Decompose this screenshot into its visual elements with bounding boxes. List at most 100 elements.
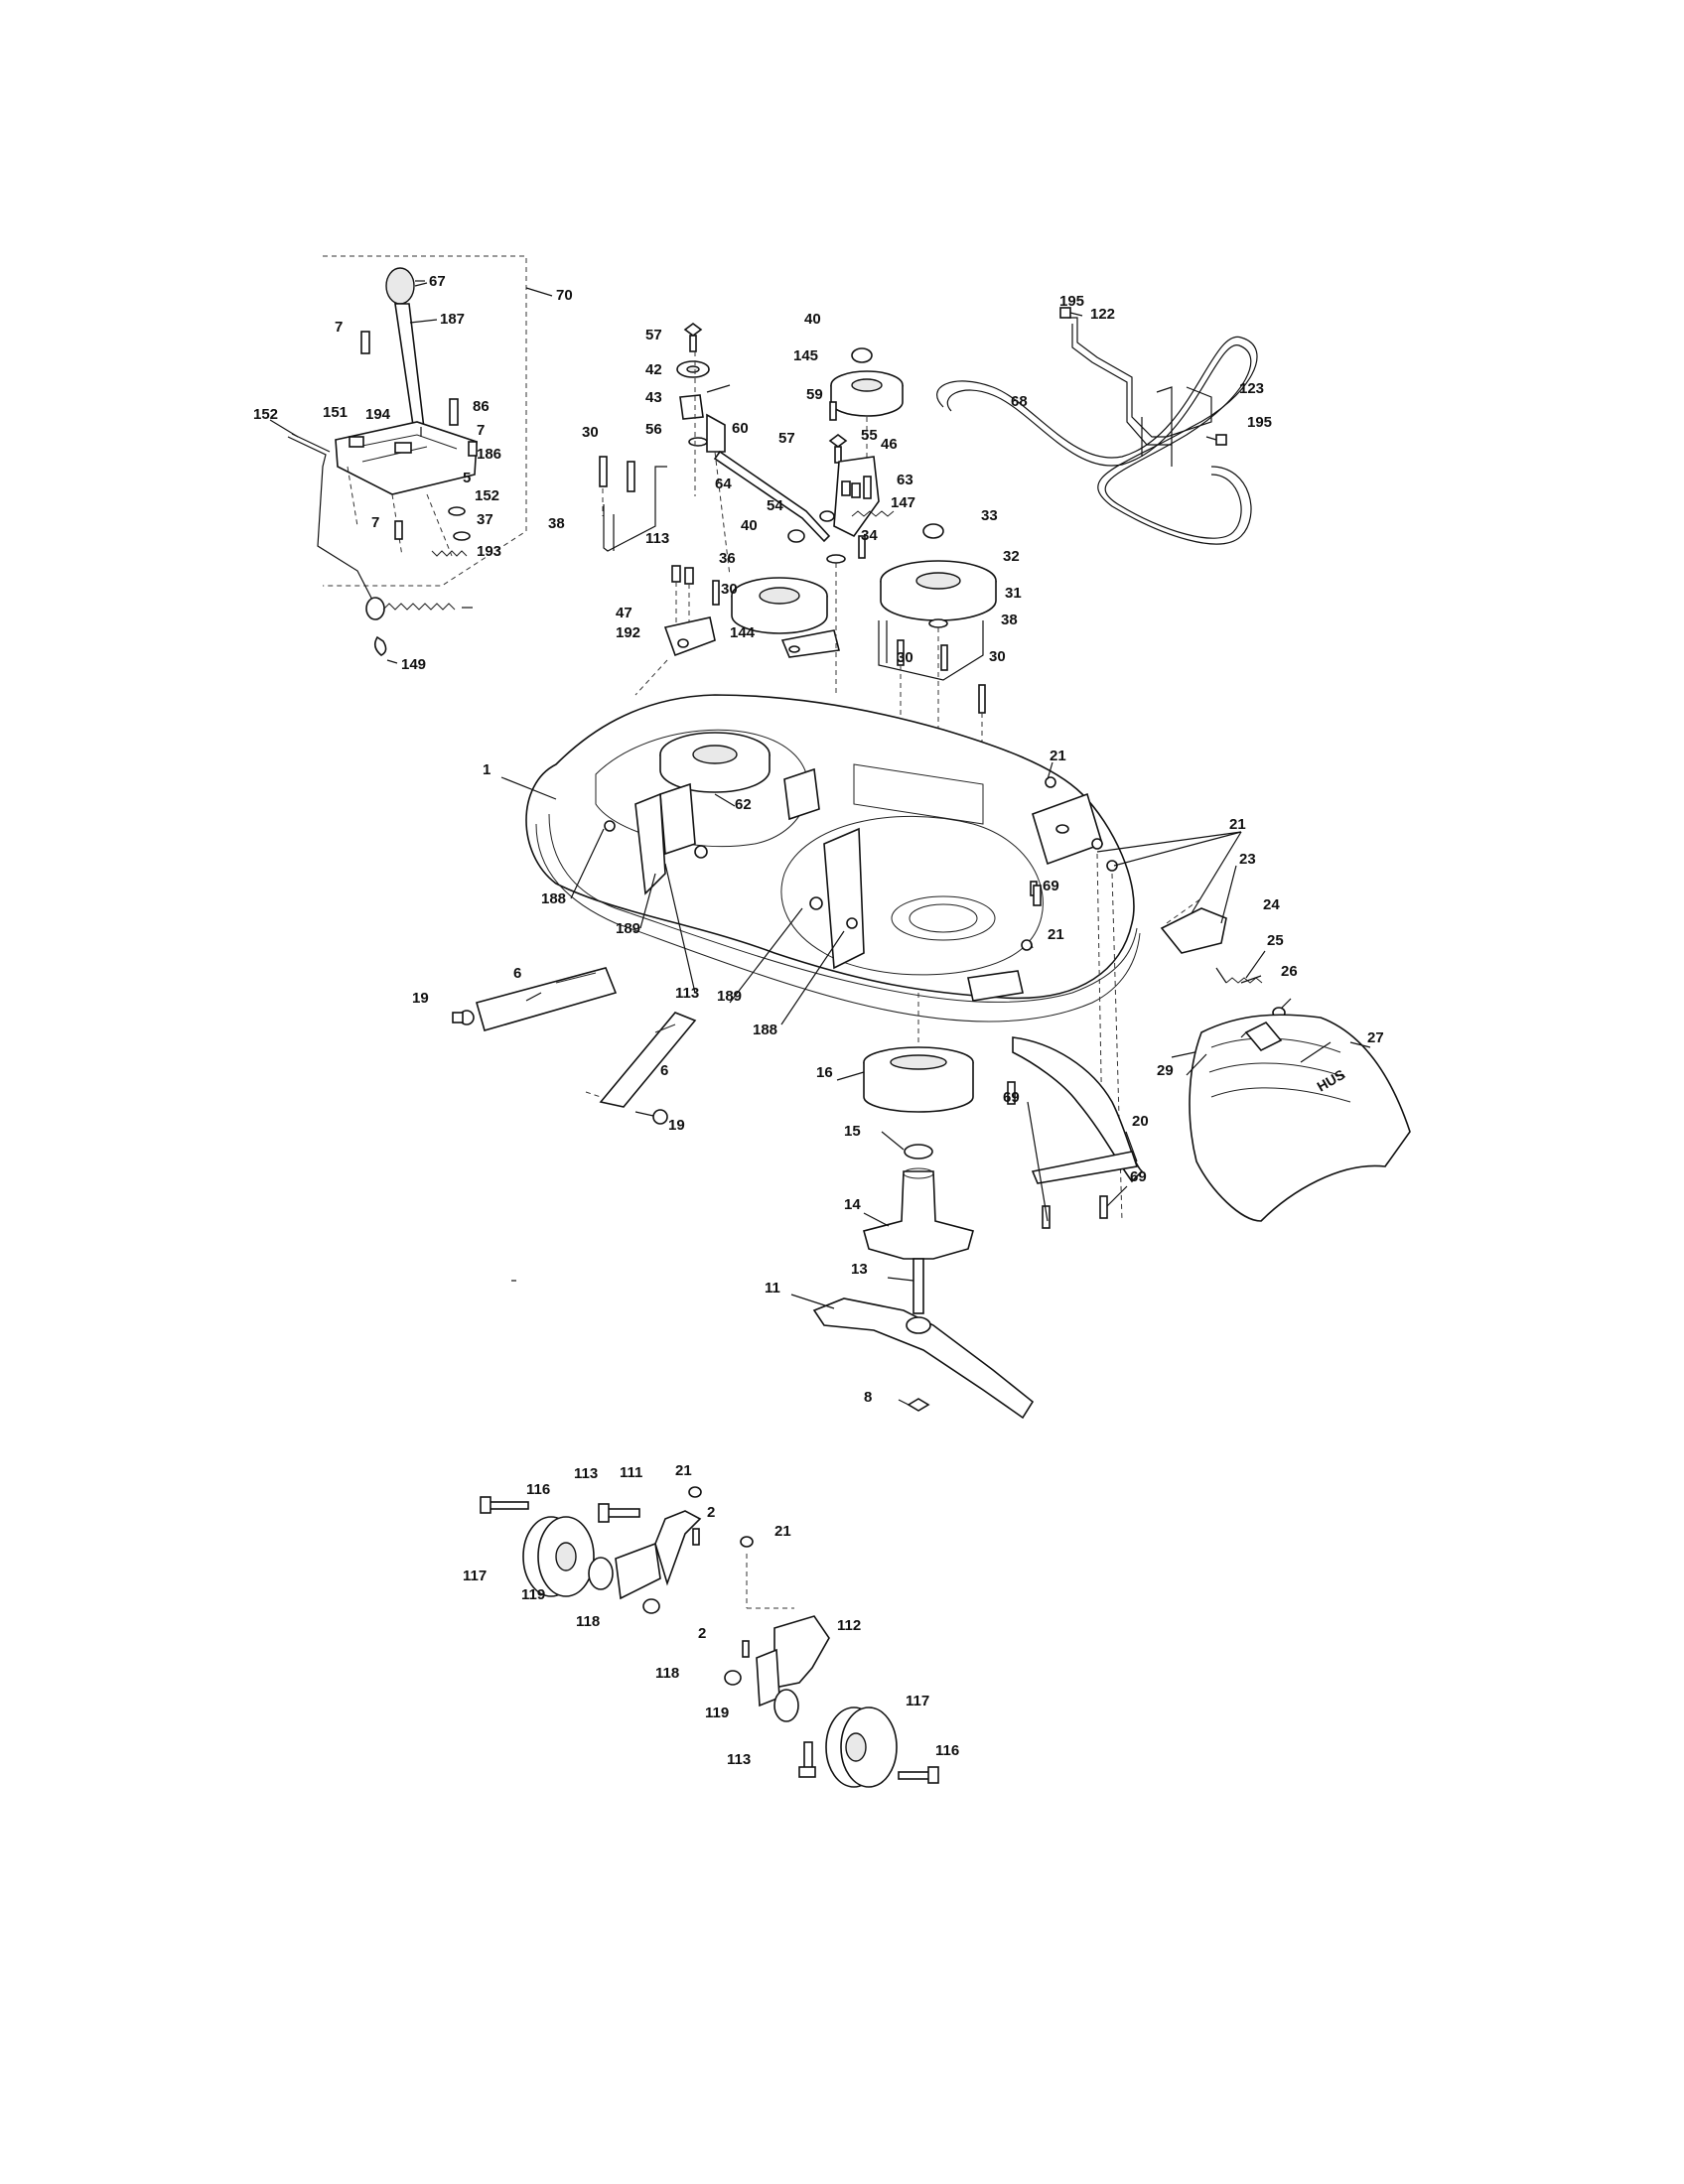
mower-deck-housing [525, 694, 1141, 1222]
callout-label: 1 [483, 761, 491, 778]
callout-label: 123 [1239, 380, 1264, 397]
callout-label: 11 [765, 1280, 780, 1297]
callout-label: 14 [844, 1196, 861, 1213]
gauge-wheel-right [724, 1536, 939, 1788]
callout-label: 19 [668, 1117, 685, 1134]
callout-label: 116 [935, 1742, 959, 1759]
callout-label: 189 [616, 920, 640, 937]
callout-label: 23 [1239, 851, 1256, 868]
callout-label: 30 [897, 649, 913, 666]
callout-label: 194 [365, 406, 391, 423]
callout-label: 20 [1132, 1113, 1149, 1130]
callout-label: 63 [897, 472, 913, 488]
callout-label: 59 [806, 386, 823, 403]
callout-label: 21 [1229, 816, 1246, 833]
callout-label: 188 [753, 1022, 777, 1038]
callout-label: 42 [645, 361, 662, 378]
callout-label: 24 [1263, 896, 1280, 913]
callout-label: 68 [1011, 393, 1028, 410]
callout-label: 151 [323, 404, 348, 421]
callout-label: 69 [1130, 1168, 1147, 1185]
idler-assembly [599, 323, 904, 696]
blade-spindle-stack [812, 993, 1035, 1420]
callout-label: 64 [715, 476, 732, 492]
belt-and-guide [936, 307, 1258, 545]
callout-label: 118 [576, 1613, 600, 1630]
callout-label: 147 [891, 494, 915, 511]
callout-label: 46 [881, 436, 898, 453]
callout-labels: 67 70 187 7 86 152 151 194 7 186 5 152 7… [253, 273, 1384, 1768]
callout-label: 19 [412, 990, 429, 1007]
callout-label: 111 [620, 1464, 642, 1481]
callout-label: 112 [837, 1617, 861, 1634]
callout-label: 113 [727, 1751, 751, 1768]
callout-label: 54 [767, 497, 783, 514]
callout-label: 149 [401, 656, 426, 673]
callout-label: 7 [477, 422, 485, 439]
spindle-pulley-assembly [878, 523, 997, 893]
callout-label: 6 [660, 1062, 668, 1079]
callout-label: 57 [645, 327, 662, 343]
callout-label: 117 [463, 1568, 487, 1584]
callout-label: 186 [477, 446, 501, 463]
callout-label: 70 [556, 287, 573, 304]
callout-label: 33 [981, 507, 998, 524]
callout-label: 16 [816, 1064, 833, 1081]
callout-label: 113 [574, 1465, 598, 1482]
callout-label: 36 [719, 550, 736, 567]
callout-label: 187 [440, 311, 465, 328]
callout-label: 13 [851, 1261, 868, 1278]
callout-label: 21 [1048, 926, 1064, 943]
callout-label: 6 [513, 965, 521, 982]
callout-label: 188 [541, 890, 566, 907]
callout-label: 30 [582, 424, 599, 441]
callout-label: 37 [477, 511, 493, 528]
callout-label: 192 [616, 624, 640, 641]
callout-label: 30 [989, 648, 1006, 665]
callout-label: 7 [371, 514, 379, 531]
deck-hangers [452, 967, 697, 1125]
callout-label: 40 [804, 311, 821, 328]
callout-label: 21 [774, 1523, 791, 1540]
callout-label: 118 [655, 1665, 679, 1682]
callout-label: 152 [253, 406, 278, 423]
callout-label: 113 [645, 530, 669, 547]
callout-label: 5 [463, 470, 471, 486]
callout-label: 2 [707, 1504, 715, 1521]
gauge-wheel-left [480, 1486, 702, 1614]
callout-label: 116 [526, 1481, 550, 1498]
callout-label: 38 [548, 515, 565, 532]
callout-label: 2 [698, 1625, 706, 1642]
callout-label: 60 [732, 420, 749, 437]
callout-label: 31 [1005, 585, 1022, 602]
callout-label: 57 [778, 430, 795, 447]
callout-label: 119 [705, 1705, 729, 1721]
callout-label: 7 [335, 319, 343, 336]
callout-label: 144 [730, 624, 756, 641]
callout-label: 29 [1157, 1062, 1174, 1079]
callout-label: 189 [717, 988, 742, 1005]
callout-label: 117 [906, 1693, 929, 1709]
callout-label: 193 [477, 543, 501, 560]
callout-label: 43 [645, 389, 662, 406]
callout-label: 21 [675, 1462, 692, 1479]
callout-label: 40 [741, 517, 758, 534]
callout-label: 62 [735, 796, 752, 813]
callout-label: 32 [1003, 548, 1020, 565]
callout-label: 25 [1267, 932, 1284, 949]
callout-label: 55 [861, 427, 878, 444]
callout-label: 67 [429, 273, 446, 290]
callout-label: 56 [645, 421, 662, 438]
callout-label: 21 [1050, 748, 1066, 764]
callout-label: 26 [1281, 963, 1298, 980]
callout-label: 195 [1247, 414, 1272, 431]
callout-label: 145 [793, 347, 818, 364]
callout-label: 152 [475, 487, 499, 504]
callout-label: 27 [1367, 1029, 1384, 1046]
callout-label: 38 [1001, 612, 1018, 628]
callout-label: 8 [864, 1389, 872, 1406]
callout-label: 86 [473, 398, 490, 415]
callout-label: 69 [1043, 878, 1059, 894]
callout-label: 34 [861, 527, 878, 544]
